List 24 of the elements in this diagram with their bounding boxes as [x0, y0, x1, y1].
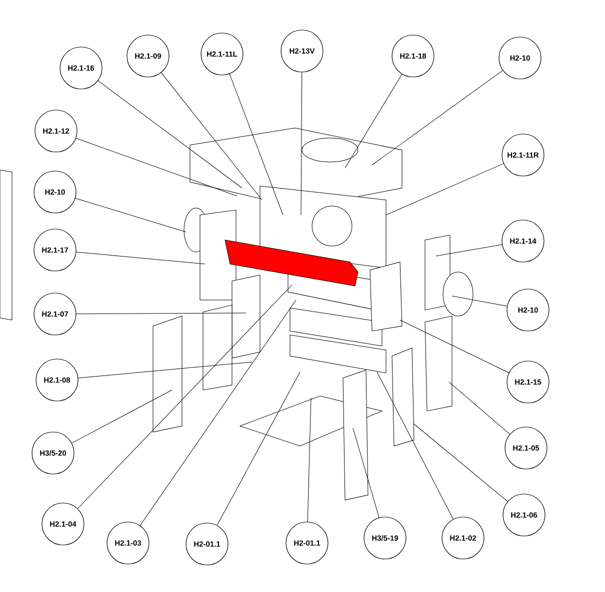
leader-line — [436, 244, 502, 256]
leader-line — [386, 163, 504, 216]
leader-line — [76, 138, 238, 196]
leader-line — [72, 390, 172, 444]
leader-line — [307, 398, 312, 522]
leader-line — [76, 312, 246, 314]
leader-line — [300, 72, 302, 216]
leader-line — [344, 74, 402, 168]
leader-line — [160, 72, 262, 200]
leader-line — [229, 74, 284, 216]
leader-line — [400, 320, 510, 373]
leader-line — [98, 80, 242, 188]
leader-line — [376, 372, 454, 520]
leader-line — [452, 296, 508, 306]
leader-line — [75, 198, 186, 232]
leader-line — [77, 284, 292, 509]
leader-line — [78, 362, 252, 378]
leader-line — [352, 428, 380, 518]
leader-line — [372, 70, 503, 166]
leader-line — [140, 300, 296, 526]
leader-line — [76, 252, 206, 264]
leader-line — [216, 372, 300, 526]
leader-line — [448, 382, 510, 434]
leader-line — [414, 424, 508, 502]
